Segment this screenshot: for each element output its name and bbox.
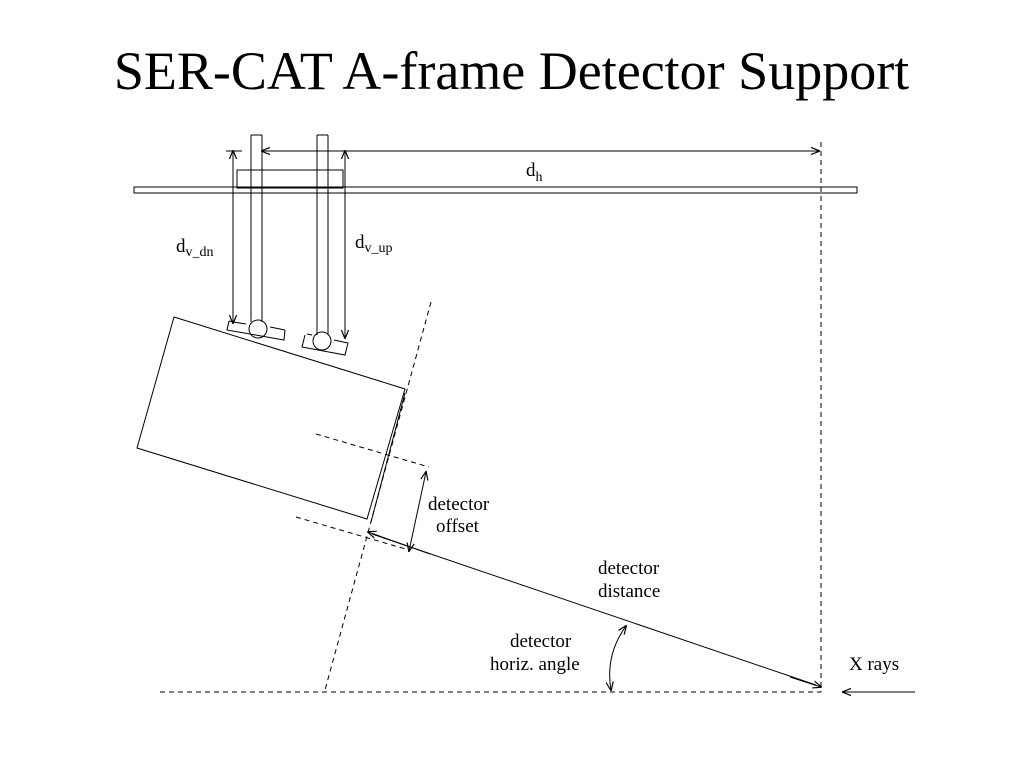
right-pivot bbox=[312, 331, 332, 351]
angle-label-line1: detector bbox=[510, 631, 572, 652]
offset-label-line1: detector bbox=[428, 494, 490, 515]
offset-lower-line bbox=[295, 516, 410, 551]
detector-plane-line bbox=[324, 301, 432, 691]
xrays-label: X rays bbox=[849, 654, 899, 675]
detector-distance-arrow bbox=[368, 532, 431, 555]
detector-distance-line bbox=[371, 533, 817, 686]
dvup-label: dv_up bbox=[355, 232, 393, 256]
rail-carriage bbox=[236, 169, 344, 189]
dh-label: dh bbox=[526, 160, 543, 185]
distance-label-line1: detector bbox=[598, 558, 660, 579]
horizontal-rail bbox=[133, 186, 858, 194]
slide-title: SER-CAT A-frame Detector Support bbox=[113, 41, 910, 101]
offset-dimension-arrow bbox=[409, 472, 426, 551]
offset-upper-line bbox=[315, 433, 430, 468]
right-vertical-post bbox=[316, 134, 329, 335]
distance-label-line2: distance bbox=[598, 581, 660, 602]
right-mount-plate bbox=[301, 333, 349, 356]
detector-face bbox=[370, 392, 406, 523]
detector-body bbox=[136, 316, 406, 520]
dvdn-label: dv_dn bbox=[176, 236, 214, 260]
left-vertical-post bbox=[250, 134, 263, 322]
offset-label-line2: offset bbox=[436, 516, 480, 537]
angle-arc bbox=[610, 626, 626, 690]
left-pivot bbox=[248, 319, 268, 339]
left-mount-plate bbox=[226, 320, 286, 341]
angle-label-line2: horiz. angle bbox=[490, 654, 580, 675]
detector-distance-arrow-end bbox=[789, 676, 821, 687]
